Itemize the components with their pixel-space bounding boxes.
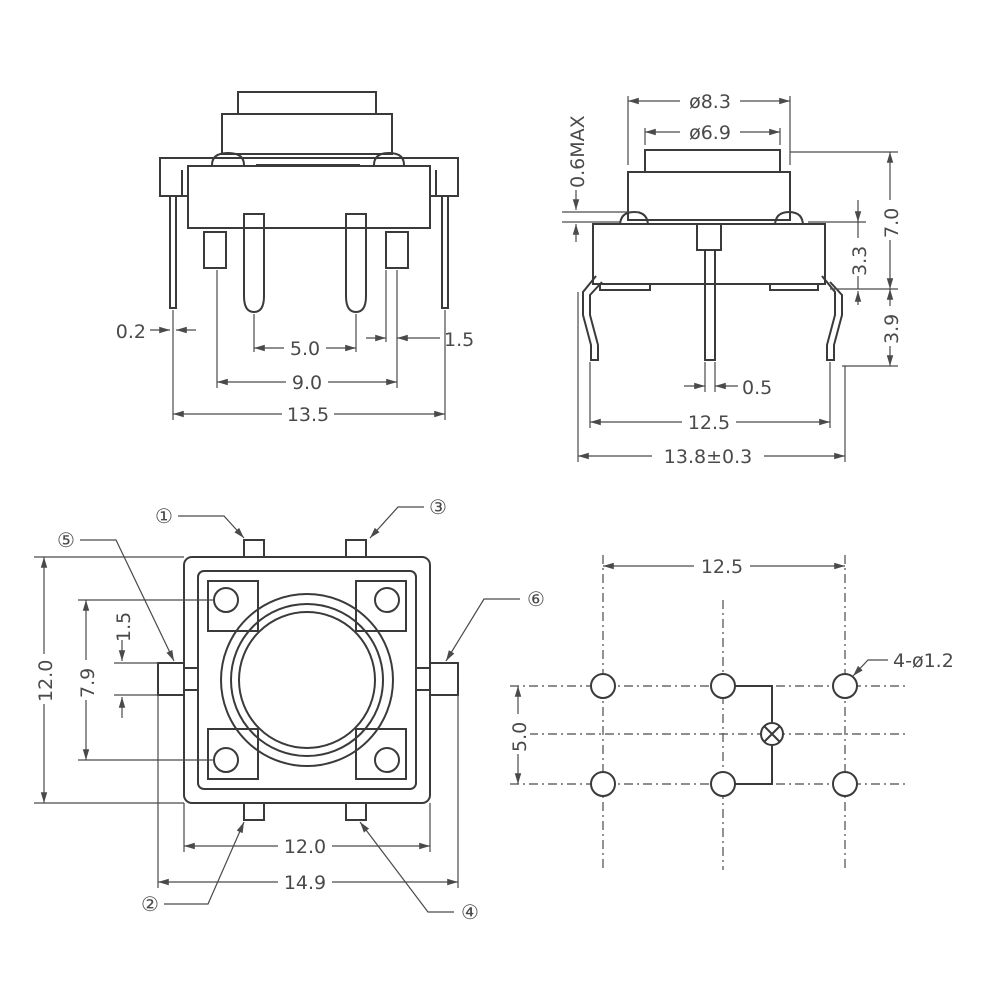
front-dim-pin-pitch: 5.0 bbox=[290, 338, 320, 360]
front-stub-left bbox=[203, 231, 227, 269]
front-pin-right bbox=[345, 213, 367, 314]
front-dim-stub-spacing: 9.0 bbox=[292, 372, 322, 394]
footprint-view: 12.5 5.0 4-ø1.2 bbox=[506, 554, 954, 870]
front-leg-left bbox=[169, 195, 177, 309]
top-plunger-ring bbox=[230, 603, 384, 757]
side-dim-body-height: 3.3 bbox=[849, 246, 871, 276]
side-leg-left bbox=[582, 275, 603, 361]
front-dim-stub-width: 1.5 bbox=[444, 329, 474, 351]
front-plunger-base bbox=[221, 113, 393, 155]
front-nub-left bbox=[211, 151, 245, 166]
side-dim-leg-span: 12.5 bbox=[688, 412, 730, 434]
top-hole-br bbox=[374, 747, 400, 773]
top-dim-body-height: 12.0 bbox=[35, 660, 57, 702]
fp-hole-tr bbox=[832, 673, 858, 699]
front-dim-pin-thickness: 0.2 bbox=[116, 321, 146, 343]
top-corner-tr bbox=[355, 580, 407, 632]
pin-label-3: ③ bbox=[429, 495, 447, 519]
side-plunger-cap bbox=[644, 149, 781, 173]
side-dim-pin-width: 0.5 bbox=[742, 377, 772, 399]
front-dim-overall-width: 13.5 bbox=[287, 404, 329, 426]
top-view: 12.0 7.9 1.5 12.0 14.9 ① ③ ⑤ ⑥ ② bbox=[32, 495, 545, 924]
side-view: ø8.3 ø6.9 0.6MAX 7.0 3.3 3.9 bbox=[562, 89, 903, 468]
top-dim-overall-width: 14.9 bbox=[284, 872, 326, 894]
top-dim-tab-width: 1.5 bbox=[113, 612, 135, 642]
side-center-pin bbox=[704, 249, 716, 361]
side-leg-right bbox=[821, 275, 843, 361]
top-pin-2 bbox=[243, 801, 265, 821]
fp-hole-tl bbox=[590, 673, 616, 699]
front-leg-right bbox=[441, 195, 449, 309]
top-plunger-ring-outer bbox=[220, 593, 394, 767]
fp-hole-bl bbox=[590, 771, 616, 797]
fp-hole-br bbox=[832, 771, 858, 797]
top-tab-right bbox=[427, 662, 459, 696]
top-pin-3 bbox=[345, 539, 367, 559]
top-pin-4 bbox=[345, 801, 367, 821]
fp-dim-row-pitch: 5.0 bbox=[509, 722, 531, 752]
top-dim-body-width: 12.0 bbox=[284, 836, 326, 858]
side-dim-pin-length: 3.9 bbox=[881, 314, 903, 344]
top-corner-tl bbox=[207, 580, 259, 632]
side-plunger-base bbox=[627, 171, 791, 221]
side-dim-nub-max: 0.6MAX bbox=[567, 115, 589, 188]
fp-hole-bc bbox=[710, 771, 736, 797]
top-corner-br bbox=[355, 728, 407, 780]
front-stub-right bbox=[385, 231, 409, 269]
front-pin-left bbox=[243, 213, 265, 314]
pin-label-5: ⑤ bbox=[57, 528, 75, 552]
top-plunger-button bbox=[238, 611, 376, 749]
top-body-inner bbox=[197, 570, 417, 790]
side-body bbox=[592, 223, 826, 285]
fp-dim-hole-span: 12.5 bbox=[701, 556, 743, 578]
top-hole-tr bbox=[374, 587, 400, 613]
pin-label-1: ① bbox=[155, 504, 173, 528]
front-plunger-cap bbox=[237, 91, 377, 115]
top-pin-1 bbox=[243, 539, 265, 559]
side-dim-total-height: 7.0 bbox=[881, 208, 903, 238]
side-dim-inner-diameter: ø6.9 bbox=[689, 122, 731, 144]
top-corner-bl bbox=[207, 728, 259, 780]
fp-hole-tc bbox=[710, 673, 736, 699]
fp-dim-hole-diameter: 4-ø1.2 bbox=[893, 650, 954, 672]
front-body bbox=[187, 165, 431, 229]
side-dim-outer-diameter: ø8.3 bbox=[689, 91, 731, 113]
top-dim-hole-spacing: 7.9 bbox=[77, 668, 99, 698]
side-dim-overall-span: 13.8±0.3 bbox=[664, 446, 752, 468]
pin-label-2: ② bbox=[141, 892, 159, 916]
front-view: 0.2 5.0 1.5 9.0 13.5 bbox=[116, 91, 474, 426]
pin-label-6: ⑥ bbox=[527, 587, 545, 611]
pin-label-4: ④ bbox=[461, 900, 479, 924]
front-nub-right bbox=[373, 151, 405, 166]
side-nub-right bbox=[774, 210, 804, 227]
